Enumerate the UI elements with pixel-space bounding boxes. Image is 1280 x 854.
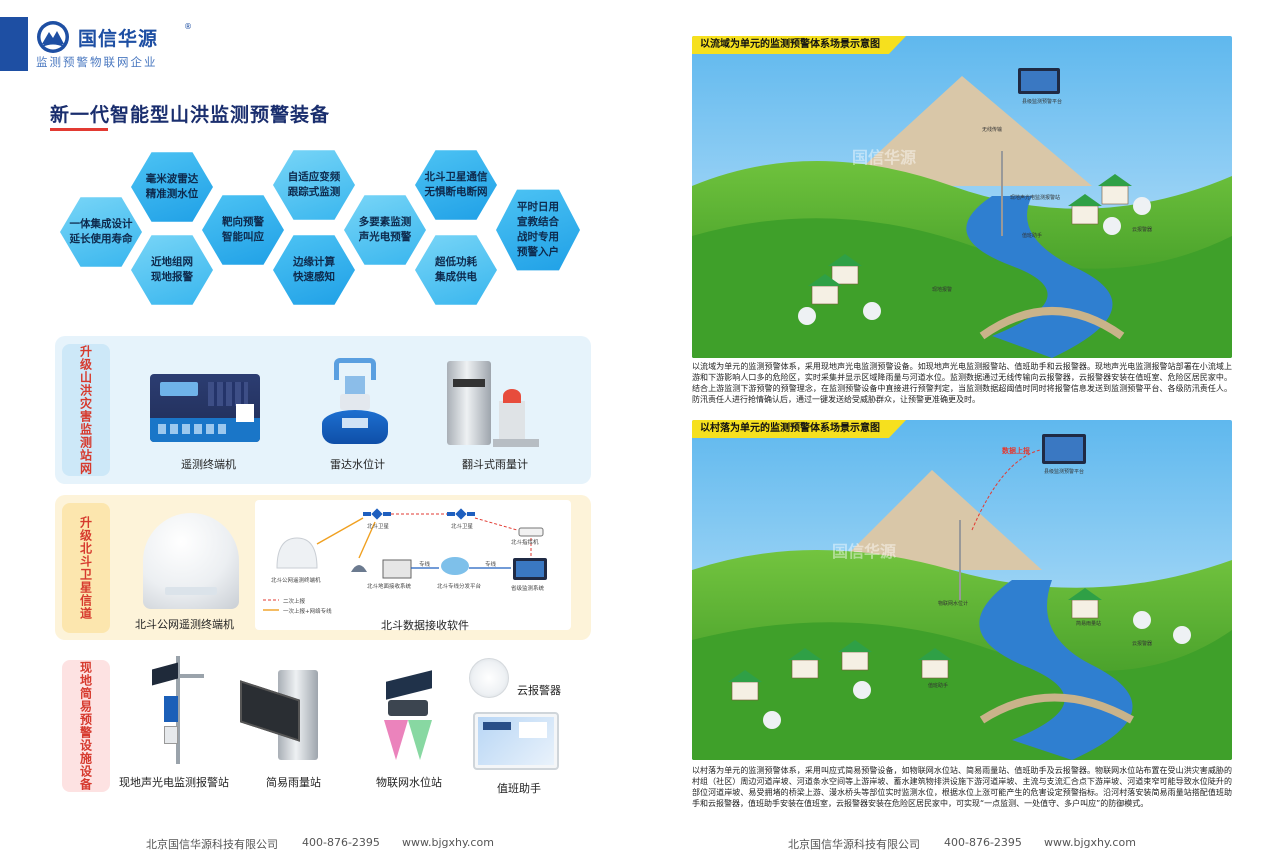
feature-text: 超低功耗 集成供电 — [435, 256, 477, 283]
device-caption: 北斗公网遥测终端机 — [135, 618, 234, 631]
scene-label: 物联网水位计 — [938, 601, 969, 607]
section-monitoring-network: 升级山洪灾害监测站网 遥测终端机 雷达水位计 翻斗式雨量 — [55, 336, 591, 484]
scene-description: 以流域为单元的监测预警体系，采用现地声光电监测预警设备。如现地声光电监测报警站、… — [692, 362, 1232, 404]
scene-village: 以村落为单元的监测预警体系场景示意图 数据上报 县级监测预警平台 — [692, 420, 1232, 760]
feature-text: 一体集成设计 延长使用寿命 — [69, 218, 133, 245]
brand-slogan: 监测预警物联网企业 — [36, 55, 158, 69]
feature-hex: 靶向预警 智能叫应 — [202, 195, 284, 265]
device-caption: 翻斗式雨量计 — [462, 458, 528, 471]
feature-text: 自适应变频 跟踪式监测 — [287, 171, 341, 198]
scene-watermark: 国信华源 — [852, 148, 917, 167]
diagram-label: 北斗卫星 — [451, 524, 474, 530]
device-caption: 云报警器 — [517, 684, 561, 697]
footer-phone-left: 400-876-2395 — [302, 836, 380, 849]
feature-hex: 边缘计算 快速感知 — [273, 235, 355, 305]
scene-label: 简易雨量站 — [1076, 621, 1102, 627]
radar-level-gauge-image — [320, 358, 390, 448]
device-caption: 现地声光电监测报警站 — [119, 776, 229, 789]
water-level-station-image — [380, 670, 440, 762]
feature-hex: 毫米波雷达 精准测水位 — [131, 152, 213, 222]
footer-phone-right: 400-876-2395 — [944, 836, 1022, 849]
registered-mark: ® — [184, 22, 192, 31]
diagram-label: 北斗卫星 — [367, 524, 390, 530]
diagram-label: 北斗地面接收系统 — [367, 584, 412, 590]
beidou-network-diagram: 北斗卫星 北斗卫星 北斗指挥机 北斗公网遥测终端机 北斗地面接收系统 北斗专线分… — [255, 500, 571, 632]
scene-label: 县级监测预警平台 — [1022, 99, 1063, 105]
feature-text: 多要素监测 声光电预警 — [358, 216, 412, 243]
scene-description: 以村落为单元的监测预警体系，采用叫应式简易预警设备，如物联网水位站、简易雨量站、… — [692, 766, 1232, 808]
scene-label: 无线传输 — [982, 127, 1003, 133]
diagram-label: 北斗公网遥测终端机 — [271, 578, 321, 584]
section-beidou-channel: 升级北斗卫星信道 北斗公网遥测终端机 — [55, 495, 591, 640]
feature-text: 北斗卫星通信 无惧断电断网 — [424, 171, 488, 198]
scene-title: 以村落为单元的监测预警体系场景示意图 — [692, 420, 906, 438]
diagram-label: 专线 — [485, 562, 497, 568]
section-label: 升级北斗卫星信道 — [62, 503, 110, 633]
diagram-label: 省级监测系统 — [511, 586, 545, 592]
company-logo-icon — [37, 21, 69, 53]
diagram-label: 专线 — [419, 562, 431, 568]
scene-watermark: 国信华源 — [832, 542, 897, 561]
feature-hex: 超低功耗 集成供电 — [415, 235, 497, 305]
footer-website-left[interactable]: www.bjgxhy.com — [402, 836, 494, 849]
brand-header: 国信华源 ® 监测预警物联网企业 — [36, 20, 196, 70]
scene-label: 现地报警 — [932, 287, 953, 293]
feature-text: 靶向预警 智能叫应 — [222, 216, 264, 243]
diagram-legend: 一次上报+网络专线 — [283, 609, 332, 615]
device-caption: 遥测终端机 — [181, 458, 236, 471]
beidou-diagram-svg — [263, 508, 547, 611]
feature-text: 近地组网 现地报警 — [151, 256, 193, 283]
warning-station-image — [150, 656, 210, 764]
device-caption: 值班助手 — [497, 782, 541, 795]
duty-assistant-image — [473, 712, 559, 770]
page-title: 新一代智能型山洪监测预警装备 — [50, 104, 331, 126]
title-underline — [50, 128, 108, 131]
telemetry-terminal-image — [150, 374, 260, 446]
device-caption: 雷达水位计 — [330, 458, 385, 471]
device-caption: 简易雨量站 — [266, 776, 321, 789]
feature-hexagons: 一体集成设计 延长使用寿命 毫米波雷达 精准测水位 近地组网 现地报警 靶向预警… — [60, 145, 590, 320]
feature-hex: 北斗卫星通信 无惧断电断网 — [415, 150, 497, 220]
scene-watershed: 以流域为单元的监测预警体系场景示意图 县级监测预警平台 现地声光电监测报警站 — [692, 36, 1232, 358]
section-label: 现地简易预警设施设备 — [62, 660, 110, 792]
device-caption: 物联网水位站 — [376, 776, 442, 789]
diagram-label: 北斗专线分发平台 — [437, 584, 482, 590]
cloud-alarm-image — [469, 658, 509, 698]
scene-village-illustration — [692, 420, 1232, 760]
section-label: 升级山洪灾害监测站网 — [62, 344, 110, 476]
brand-name: 国信华源 — [78, 28, 159, 50]
footer-website-right[interactable]: www.bjgxhy.com — [1044, 836, 1136, 849]
feature-hex: 多要素监测 声光电预警 — [344, 195, 426, 265]
scene-label: 县级监测预警平台 — [1044, 469, 1085, 475]
scene-title: 以流域为单元的监测预警体系场景示意图 — [692, 36, 906, 54]
diagram-label: 北斗指挥机 — [511, 540, 539, 546]
scene-label: 现地声光电监测报警站 — [1010, 195, 1061, 201]
feature-text: 边缘计算 快速感知 — [293, 256, 335, 283]
scene-watershed-illustration — [692, 36, 1232, 358]
feature-text: 毫米波雷达 精准测水位 — [145, 173, 199, 200]
scene-label: 云报警器 — [1132, 227, 1153, 233]
section-local-warning: 现地简易预警设施设备 现地声光电监测报警站 简易雨量站 物联网水位站 云报警器 — [55, 652, 591, 800]
feature-hex: 近地组网 现地报警 — [131, 235, 213, 305]
feature-hex: 一体集成设计 延长使用寿命 — [60, 197, 142, 267]
scene-label: 值班助手 — [928, 683, 949, 689]
diagram-legend: 二次上报 — [283, 599, 306, 605]
scene-label: 云报警器 — [1132, 641, 1153, 647]
corner-accent-bar — [0, 17, 28, 71]
scene-label: 数据上报 — [1002, 447, 1030, 455]
rain-gauge-image — [447, 361, 542, 451]
software-caption: 北斗数据接收软件 — [381, 619, 469, 632]
feature-hex: 自适应变频 跟踪式监测 — [273, 150, 355, 220]
feature-text: 平时日用 宣教结合 战时专用 预警入户 — [517, 201, 559, 258]
footer-company-left: 北京国信华源科技有限公司 — [146, 838, 278, 851]
feature-hex: 平时日用 宣教结合 战时专用 预警入户 — [496, 189, 580, 271]
footer-company-right: 北京国信华源科技有限公司 — [788, 838, 920, 851]
scene-label: 值班助手 — [1022, 233, 1043, 239]
beidou-terminal-image — [143, 513, 239, 609]
rain-station-image — [240, 670, 330, 762]
